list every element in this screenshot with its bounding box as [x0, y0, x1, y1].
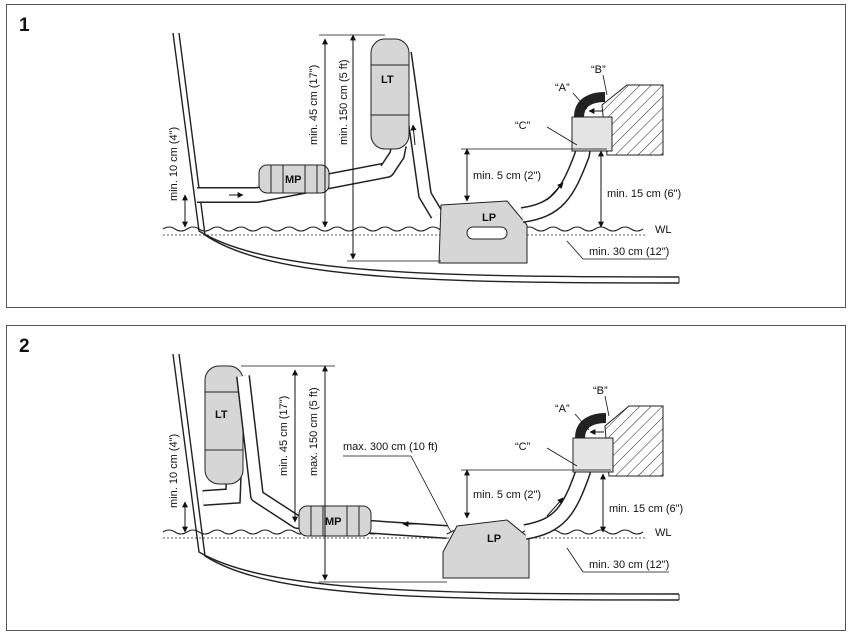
engine-exhaust-elbow	[571, 84, 664, 156]
dimension-lines	[182, 365, 669, 583]
wl-label: WL	[655, 527, 672, 539]
gooseneck-lt: LT	[370, 38, 410, 150]
lp-label: LP	[487, 533, 501, 545]
label-c: “C”	[515, 441, 531, 453]
lp-label: LP	[482, 212, 496, 224]
waterlock-lp: LP	[438, 200, 528, 264]
min15-label: min. 15 cm (6")	[609, 503, 683, 515]
boat-hull	[172, 353, 680, 601]
lt-label: LT	[381, 74, 394, 86]
min150-label: min. 150 cm (5 ft)	[338, 59, 350, 145]
min45-label: min. 45 cm (17")	[308, 65, 320, 145]
waterlock-lp: LP	[442, 519, 530, 579]
diagram-panel-2: 2 WL LT	[6, 325, 846, 631]
boat-hull	[172, 32, 680, 284]
installation-diagram-2: WL LT MP LP	[162, 353, 683, 601]
diagram-panel-1: 1 WL	[6, 4, 846, 308]
engine-hose	[520, 123, 595, 223]
water-line: WL	[162, 224, 672, 236]
lt-label: LT	[215, 409, 228, 421]
max150-label: max. 150 cm (5 ft)	[308, 387, 320, 476]
engine-exhaust-elbow	[572, 405, 664, 477]
muffler-mp: MP	[298, 505, 372, 537]
min5-label: min. 5 cm (2")	[473, 489, 541, 501]
installation-diagram-1: WL MP LT	[162, 32, 681, 284]
min15-label: min. 15 cm (6")	[607, 188, 681, 200]
min10-label: min. 10 cm (4")	[168, 127, 180, 201]
label-c: “C”	[515, 120, 531, 132]
max300-label: max. 300 cm (10 ft)	[343, 441, 438, 453]
mp-label: MP	[325, 516, 342, 528]
min30-label: min. 30 cm (12")	[589, 246, 669, 258]
engine-hose	[523, 440, 595, 540]
long-hose	[236, 375, 448, 539]
label-b: “B”	[591, 64, 606, 76]
min45-label: min. 45 cm (17")	[278, 396, 290, 476]
min30-label: min. 30 cm (12")	[589, 559, 669, 571]
panel-number: 1	[19, 15, 30, 36]
mp-label: MP	[285, 174, 302, 186]
label-a: “A”	[555, 403, 570, 415]
label-b: “B”	[593, 385, 608, 397]
min10-label: min. 10 cm (4")	[168, 434, 180, 508]
muffler-mp: MP	[258, 164, 330, 194]
dimension-lines	[182, 34, 667, 262]
gooseneck-lt: LT	[202, 365, 245, 506]
wl-label: WL	[655, 224, 672, 236]
min5-label: min. 5 cm (2")	[473, 170, 541, 182]
label-a: “A”	[555, 82, 570, 94]
panel-number: 2	[19, 336, 30, 357]
